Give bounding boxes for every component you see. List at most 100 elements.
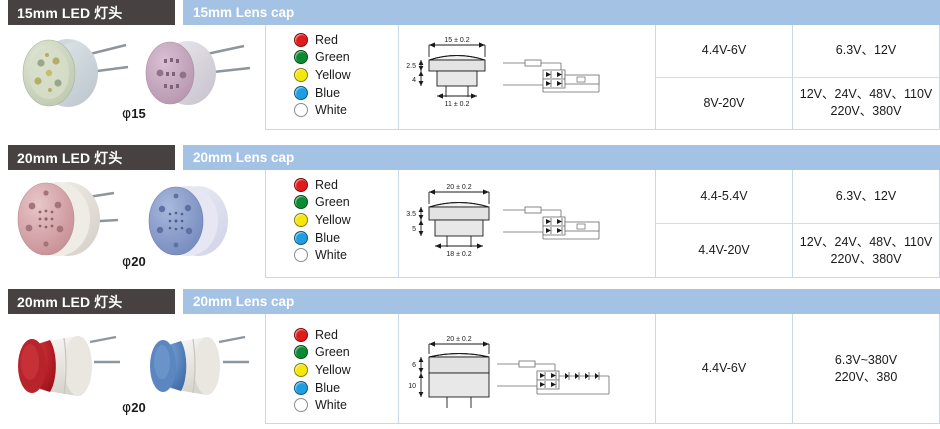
diameter-symbol: φ — [122, 400, 132, 416]
color-option-red[interactable]: Red — [294, 326, 398, 344]
bluebar-label: 15mm Lens cap — [193, 5, 295, 20]
led-photo-2 — [140, 35, 260, 113]
section-title-lens-cap: 20mm Lens cap — [183, 289, 940, 314]
color-option-white[interactable]: White — [294, 396, 398, 414]
dim-height-top-text: 3.5 — [406, 211, 416, 218]
color-label: Yellow — [315, 212, 351, 227]
dc-voltage-value: 8V-20V — [656, 76, 792, 130]
section-body: φ20 Red Green — [0, 314, 940, 424]
spec-table: Red Green Yellow Blue — [265, 25, 940, 130]
lens-cap-cross-section-diagram: 20 ± 0.2 18 ± 0.2 3.5 5 — [406, 184, 600, 258]
color-swatch-red-icon — [294, 177, 308, 192]
lens-cap-cross-section-diagram: 20 ± 0.2 6 10 — [408, 336, 610, 408]
dim-height-bottom-text: 4 — [412, 77, 416, 84]
section-header: 15mm LED 灯头 15mm Lens cap — [0, 0, 940, 25]
product-section-20mm-flat: 20mm LED 灯头 20mm Lens cap — [0, 145, 940, 285]
section-title-lens-cap: 20mm Lens cap — [183, 145, 940, 170]
led-photo-1 — [12, 322, 142, 406]
ac-voltage-value: 12V、24V、48V、110V 220V、380V — [793, 223, 939, 277]
diameter-label: φ15 — [122, 106, 146, 122]
color-swatch-yellow-icon — [294, 212, 308, 227]
color-label: Green — [315, 195, 350, 210]
color-swatch-red-icon — [294, 327, 308, 342]
dim-width-text: 20 ± 0.2 — [446, 336, 471, 343]
dim-height-top-text: 2.5 — [406, 63, 416, 70]
technical-drawing-cell: 20 ± 0.2 6 10 — [399, 314, 656, 423]
ac-voltage-value: 6.3V~380V 220V、380 — [834, 352, 898, 384]
section-body: φ20 Red Green — [0, 170, 940, 278]
color-label: Yellow — [315, 67, 351, 82]
led-photo-2 — [145, 324, 273, 406]
badge-label: 20mm LED 灯头 — [17, 293, 123, 310]
color-swatch-blue-icon — [294, 85, 308, 100]
section-header: 20mm LED 灯头 20mm Lens cap — [0, 145, 940, 170]
color-legend: Red Green Yellow Blue — [266, 25, 398, 119]
section-header: 20mm LED 灯头 20mm Lens cap — [0, 289, 940, 314]
dim-width-text: 15 ± 0.2 — [444, 37, 469, 44]
dim-width-text: 20 ± 0.2 — [446, 184, 471, 191]
color-label: Green — [315, 345, 350, 360]
color-option-white[interactable]: White — [294, 246, 398, 264]
diameter-symbol: φ — [122, 106, 132, 122]
diameter-label: φ20 — [122, 254, 146, 270]
badge-label: 20mm LED 灯头 — [17, 149, 123, 166]
color-option-green[interactable]: Green — [294, 344, 398, 362]
badge-label: 15mm LED 灯头 — [17, 4, 123, 21]
color-options-cell: Red Green Yellow Blue — [266, 314, 399, 423]
section-title-lens-cap: 15mm Lens cap — [183, 0, 940, 25]
color-legend: Red Green Yellow Blue — [266, 170, 398, 264]
drawing-wrapper: 20 ± 0.2 18 ± 0.2 3.5 5 — [399, 170, 655, 277]
color-swatch-white-icon — [294, 103, 308, 118]
section-badge-led: 20mm LED 灯头 — [8, 145, 175, 170]
color-swatch-white-icon — [294, 248, 308, 263]
color-option-blue[interactable]: Blue — [294, 229, 398, 247]
led-photo-2 — [142, 180, 268, 262]
color-swatch-red-icon — [294, 32, 308, 47]
technical-drawing-cell: 20 ± 0.2 18 ± 0.2 3.5 5 — [399, 170, 656, 277]
color-swatch-blue-icon — [294, 380, 308, 395]
color-option-green[interactable]: Green — [294, 194, 398, 212]
dc-voltage-value: 4.4V-6V — [701, 43, 747, 58]
color-option-blue[interactable]: Blue — [294, 379, 398, 397]
ac-voltage-value: 6.3V、12V — [835, 43, 897, 58]
color-option-white[interactable]: White — [294, 101, 398, 119]
bluebar-label: 20mm Lens cap — [193, 294, 295, 309]
section-badge-led: 15mm LED 灯头 — [8, 0, 175, 25]
technical-drawing-cell: 15 ± 0.2 11 ± 0.2 2.5 4 — [399, 25, 656, 129]
color-swatch-white-icon — [294, 398, 308, 413]
color-option-yellow[interactable]: Yellow — [294, 211, 398, 229]
product-photos: φ20 — [0, 314, 265, 424]
color-option-green[interactable]: Green — [294, 49, 398, 67]
diameter-symbol: φ — [122, 254, 132, 270]
color-option-red[interactable]: Red — [294, 176, 398, 194]
color-swatch-green-icon — [294, 195, 308, 210]
color-label: White — [315, 248, 347, 263]
color-label: Blue — [315, 230, 341, 245]
section-body: φ15 Red Green — [0, 25, 940, 130]
color-option-blue[interactable]: Blue — [294, 84, 398, 102]
dim-height-bottom-text: 10 — [408, 383, 416, 390]
color-option-red[interactable]: Red — [294, 31, 398, 49]
dim-height-top-text: 6 — [412, 362, 416, 369]
diameter-label: φ20 — [122, 400, 146, 416]
product-photos: φ15 — [0, 25, 265, 130]
color-option-yellow[interactable]: Yellow — [294, 66, 398, 84]
color-options-cell: Red Green Yellow Blue — [266, 25, 399, 129]
color-label: Red — [315, 32, 338, 47]
diameter-value: 20 — [131, 254, 146, 269]
led-photo-1 — [10, 176, 140, 262]
dc-voltage-value: 4.4V-6V — [701, 361, 747, 375]
product-photos: φ20 — [0, 170, 265, 278]
ac-voltage-value: 6.3V、12V — [835, 189, 897, 203]
dim-height-bottom-text: 5 — [412, 226, 416, 233]
dc-voltage-cell: 4.4-5.4V 4.4V-20V — [656, 170, 793, 277]
diameter-value: 20 — [131, 400, 146, 415]
dc-voltage-value: 4.4-5.4V — [700, 189, 748, 203]
ac-voltage-cell: 6.3V~380V 220V、380 — [793, 314, 939, 423]
dc-voltage-cell: 4.4V-6V — [656, 314, 793, 423]
drawing-wrapper: 20 ± 0.2 6 10 — [399, 314, 655, 423]
color-option-yellow[interactable]: Yellow — [294, 361, 398, 379]
color-swatch-green-icon — [294, 345, 308, 360]
dc-voltage-value: 4.4V-20V — [656, 223, 792, 277]
